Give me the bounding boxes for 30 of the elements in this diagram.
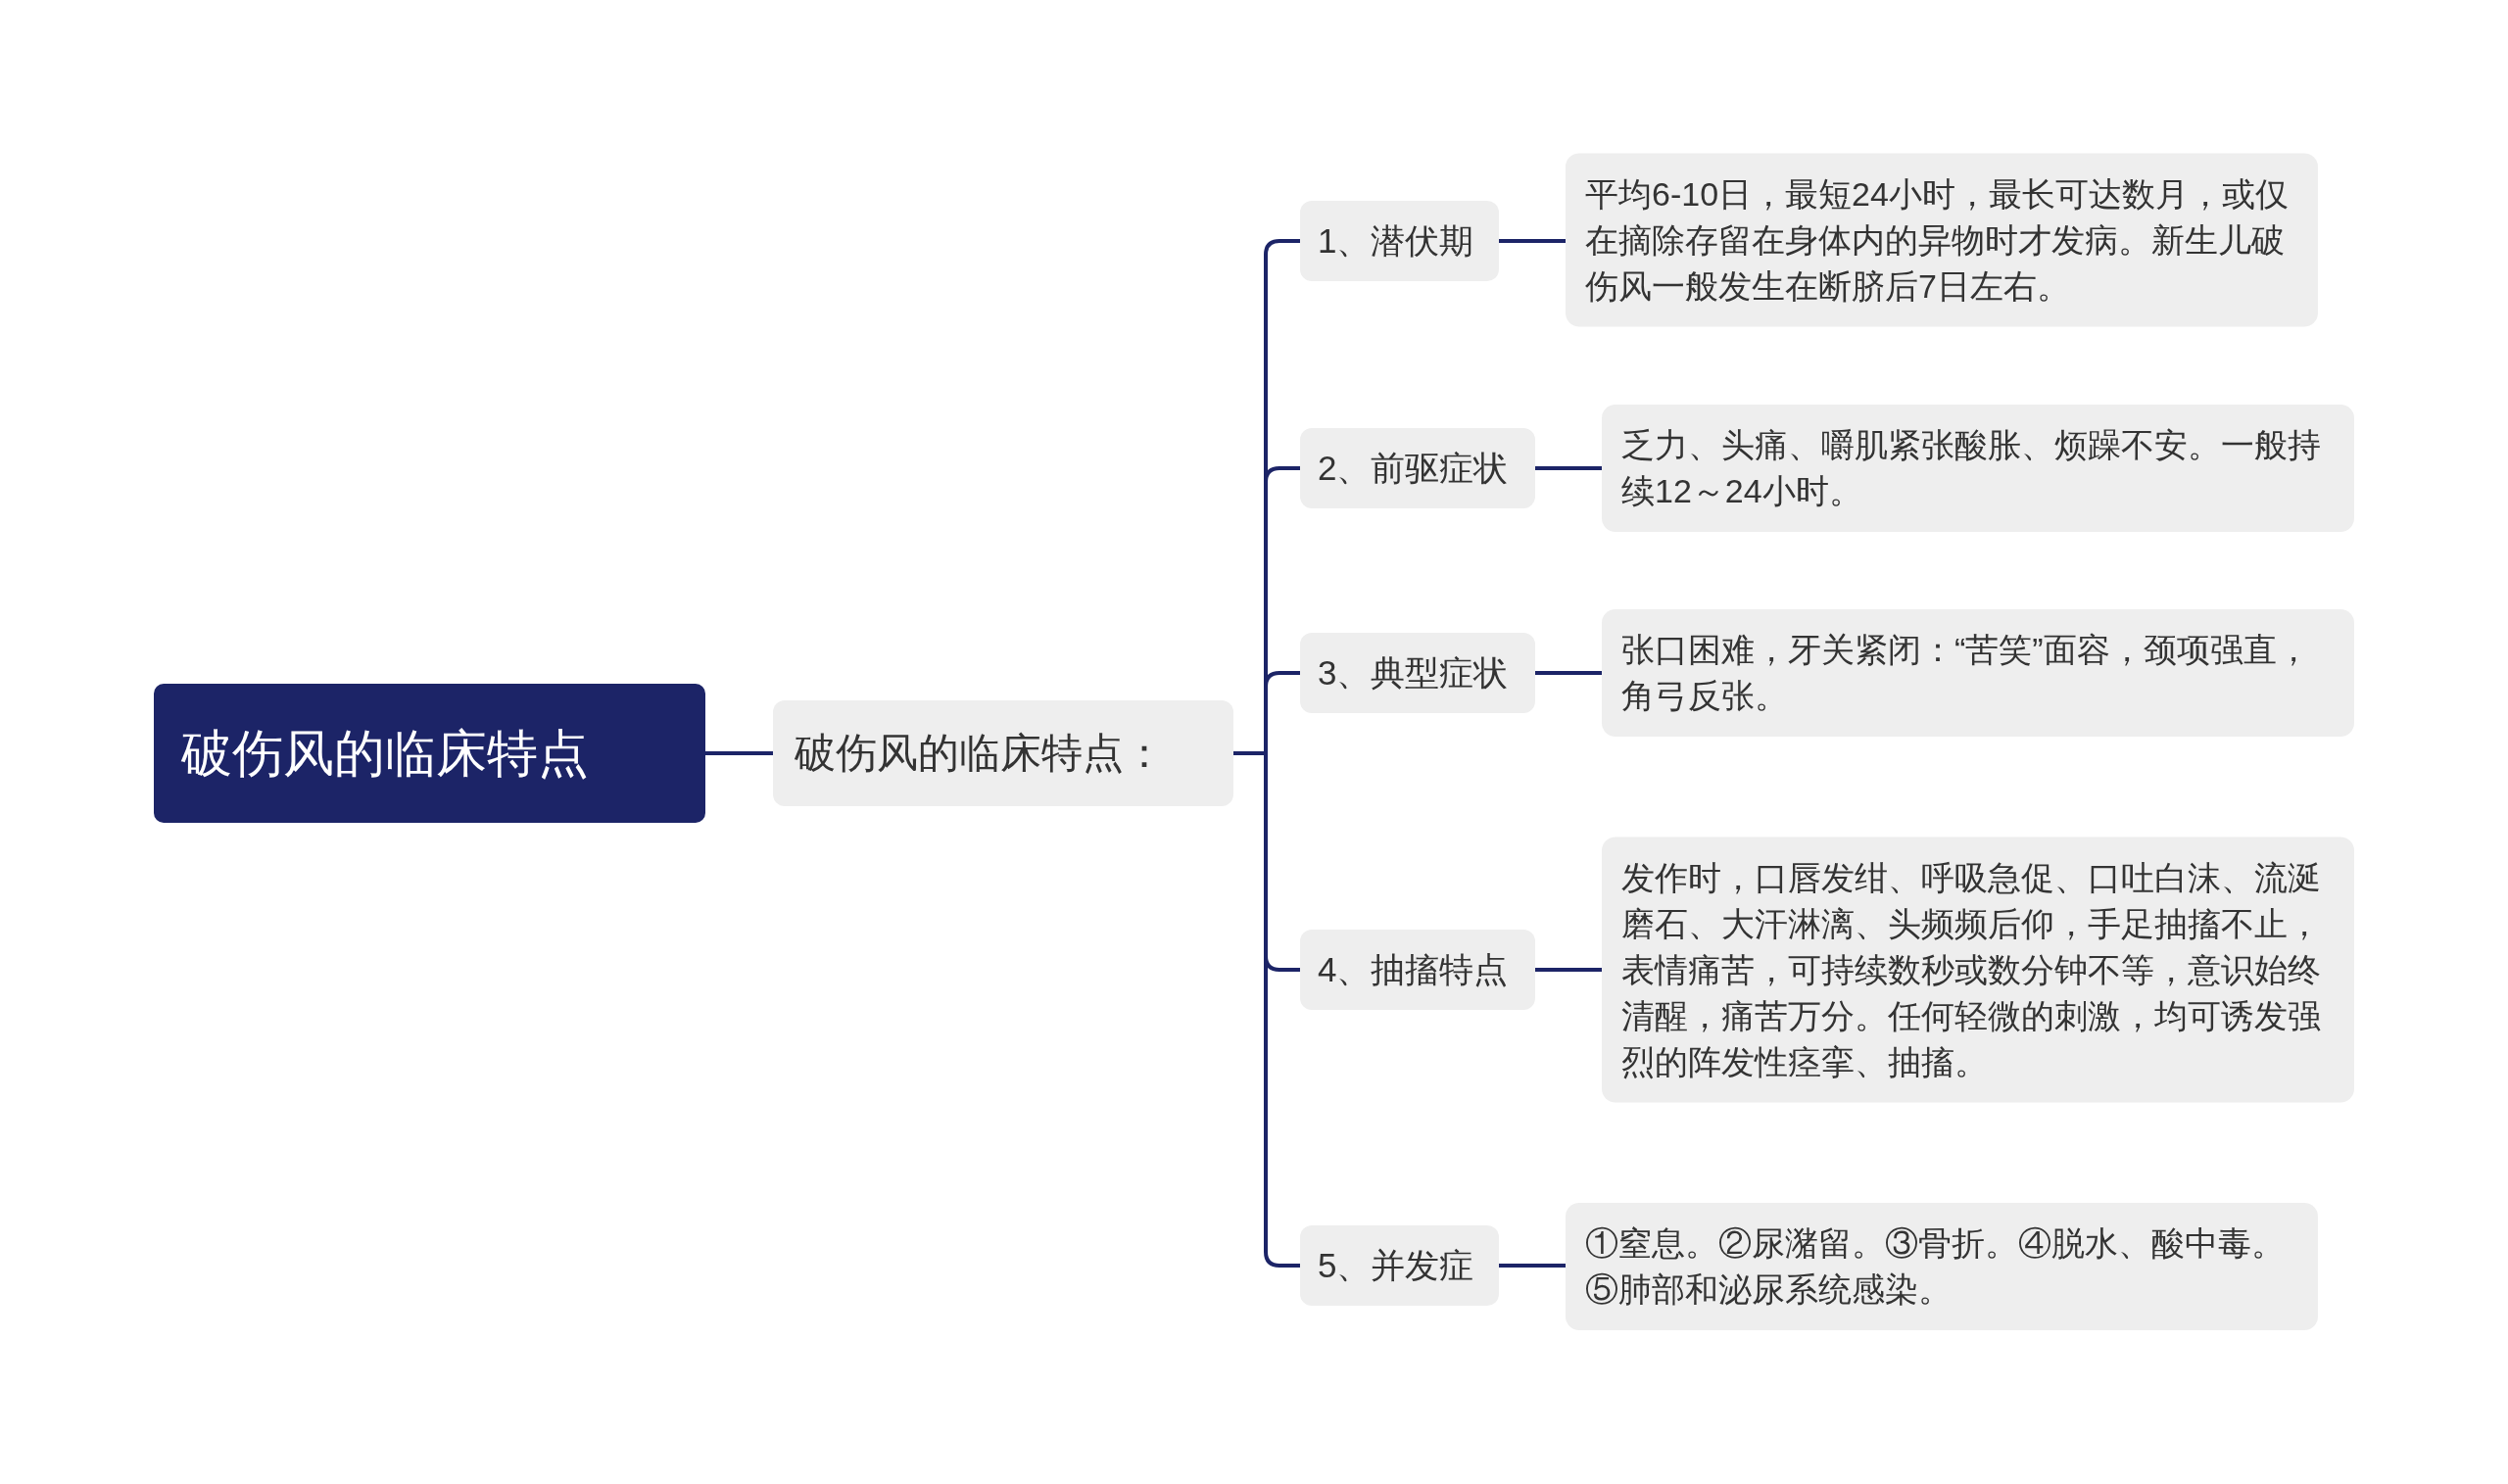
connector-line: [1499, 239, 1566, 243]
node-text: 破伤风的临床特点: [181, 724, 590, 784]
root-topic: [154, 684, 705, 823]
connector-line: [1535, 466, 1602, 470]
detail-box: [1602, 609, 2354, 737]
subtopic-box: [773, 700, 1233, 806]
category-box: [1300, 930, 1535, 1010]
node-text: 2、前驱症状: [1318, 448, 1510, 489]
node-text: 5、并发症: [1318, 1245, 1475, 1286]
category-box: [1300, 1225, 1499, 1306]
connector-line: [1535, 968, 1602, 972]
category-box: [1300, 633, 1535, 713]
category-box: [1300, 201, 1499, 281]
node-text: 乏力、头痛、嚼肌紧张酸胀、烦躁不安。一般持续12～24小时。: [1621, 425, 2322, 511]
node-text: ①窒息。②尿潴留。③骨折。④脱水、酸中毒。⑤肺部和泌尿系统感染。: [1585, 1223, 2286, 1310]
connector-line: [1535, 671, 1602, 675]
node-text: 1、潜伏期: [1318, 220, 1475, 262]
detail-box: [1566, 153, 2318, 327]
node-text: 破伤风的临床特点：: [795, 729, 1166, 778]
node-text: 发作时，口唇发绀、呼吸急促、口吐白沫、流涎磨石、大汗淋漓、头频频后仰，手足抽搐不止，表情痛苦，可持续数秒或数分钟不等，意识始终清醒，痛苦万分。任何轻微的刺激，均可诱发强烈的阵发性痉挛、抽搐。: [1621, 857, 2322, 1082]
category-box: [1300, 428, 1535, 508]
node-text: 张口困难，牙关紧闭：“苦笑”面容，颈项强直，角弓反张。: [1621, 630, 2311, 716]
node-text: 平均6-10日，最短24小时，最长可达数月，或仅在摘除存留在身体内的异物时才发病。新生儿破伤风一般发生在断脐后7日左右。: [1585, 173, 2290, 307]
detail-box: [1602, 405, 2354, 532]
connector-line: [705, 751, 773, 755]
detail-box: [1602, 837, 2354, 1103]
detail-box: [1566, 1203, 2318, 1330]
node-text: 3、典型症状: [1318, 652, 1510, 694]
connector-line: [1499, 1264, 1566, 1268]
node-text: 4、抽搐特点: [1318, 949, 1510, 990]
